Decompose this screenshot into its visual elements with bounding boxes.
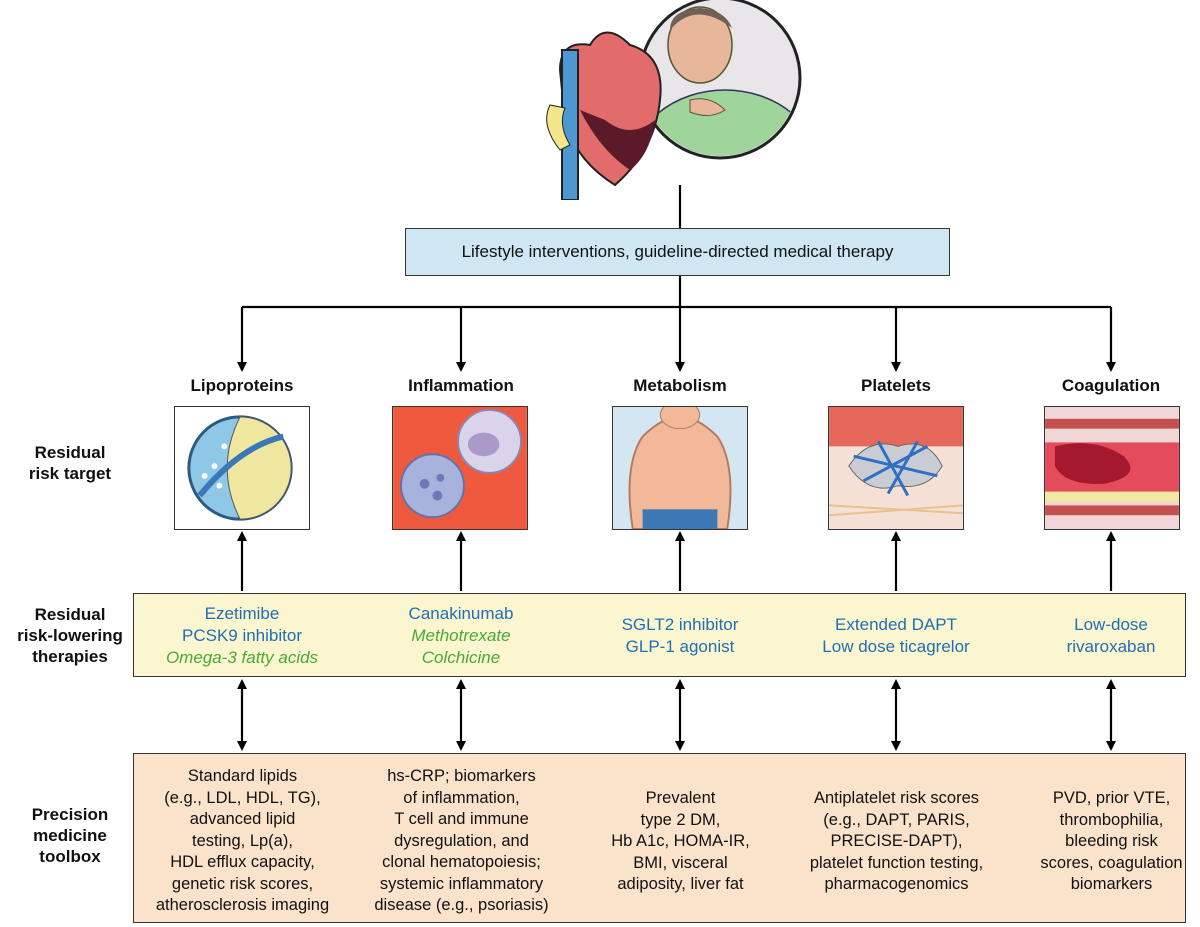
toolbox-line: PVD, prior VTE,	[1052, 789, 1171, 807]
toolbox-inflammation: hs-CRP; biomarkers of inflammation, T ce…	[354, 766, 569, 917]
toolbox-line: (e.g., LDL, HDL, TG),	[164, 788, 321, 807]
column-title-coagulation: Coagulation	[1061, 376, 1161, 395]
toolbox-line: Standard lipids	[187, 767, 298, 785]
lipoprotein-particle-icon	[174, 406, 310, 530]
row-label-line: toolbox	[39, 847, 101, 866]
therapy-item: SGLT2 inhibitor	[621, 615, 739, 634]
toolbox-line: of inflammation,	[403, 788, 520, 807]
toolbox-line: genetic risk scores,	[171, 874, 314, 893]
therapy-item: Low dose ticagrelor	[822, 637, 970, 656]
toolbox-line: testing, Lp(a),	[192, 831, 293, 850]
toolbox-line: dysregulation, and	[394, 831, 529, 850]
white-blood-cells-icon	[392, 406, 528, 530]
toolbox-line: systemic inflammatory	[379, 874, 544, 893]
therapy-item: Canakinumab	[408, 604, 514, 623]
therapy-item: rivaroxaban	[1066, 637, 1156, 656]
row-label-risk-lowering-therapies: Residual risk-lowering therapies	[0, 604, 140, 667]
therapies-lipoproteins: Ezetimibe PCSK9 inhibitor Omega-3 fatty …	[142, 603, 342, 669]
toolbox-platelets: Antiplatelet risk scores (e.g., DAPT, PA…	[789, 788, 1004, 896]
toolbox-line: Hb A1c, HOMA-IR,	[611, 832, 750, 850]
toolbox-line: clonal hematopoiesis;	[382, 853, 541, 871]
therapy-item: Omega-3 fatty acids	[165, 648, 319, 667]
therapy-item: Methotrexate	[411, 626, 511, 645]
row-label-precision-medicine-toolbox: Precision medicine toolbox	[0, 804, 140, 867]
toolbox-line: scores, coagulation	[1040, 853, 1183, 872]
toolbox-line: platelet function testing,	[809, 853, 984, 872]
toolbox-line: disease (e.g., psoriasis)	[374, 896, 549, 914]
therapy-item: Extended DAPT	[835, 615, 957, 634]
toolbox-line: (e.g., DAPT, PARIS,	[823, 810, 970, 829]
therapy-item: Low-dose	[1074, 615, 1148, 634]
row-label-line: Residual	[34, 443, 106, 462]
column-title-platelets: Platelets	[861, 376, 931, 395]
heart-patient-illustration	[546, 0, 802, 200]
toolbox-line: BMI, visceral	[633, 853, 728, 872]
toolbox-line: atherosclerosis imaging	[155, 896, 330, 914]
therapy-item: Colchicine	[421, 648, 501, 667]
toolbox-lipoproteins: Standard lipids (e.g., LDL, HDL, TG), ad…	[135, 766, 350, 917]
column-title-inflammation: Inflammation	[408, 376, 514, 395]
lifestyle-therapy-box: Lifestyle interventions, guideline-direc…	[405, 228, 950, 276]
therapies-metabolism: SGLT2 inhibitor GLP-1 agonist	[580, 614, 780, 658]
obese-torso-icon	[612, 406, 748, 530]
toolbox-line: adiposity, liver fat	[617, 875, 744, 893]
toolbox-line: PRECISE-DAPT),	[830, 832, 963, 850]
row-label-line: medicine	[33, 826, 107, 845]
therapies-platelets: Extended DAPT Low dose ticagrelor	[796, 614, 996, 658]
toolbox-line: Prevalent	[645, 789, 716, 807]
toolbox-line: pharmacogenomics	[824, 875, 969, 893]
toolbox-line: type 2 DM,	[640, 810, 721, 829]
platelet-thrombus-icon	[828, 406, 964, 530]
toolbox-line: HDL efflux capacity,	[170, 853, 315, 871]
toolbox-coagulation: PVD, prior VTE, thrombophilia, bleeding …	[1004, 788, 1200, 896]
row-label-line: risk-lowering	[17, 626, 123, 645]
toolbox-line: Antiplatelet risk scores	[813, 789, 980, 807]
therapies-coagulation: Low-dose rivaroxaban	[1011, 614, 1200, 658]
row-label-line: Residual	[34, 605, 106, 624]
toolbox-metabolism: Prevalent type 2 DM, Hb A1c, HOMA-IR, BM…	[573, 788, 788, 896]
therapy-item: GLP-1 agonist	[625, 637, 735, 656]
toolbox-line: thrombophilia,	[1059, 810, 1164, 829]
lifestyle-therapy-label: Lifestyle interventions, guideline-direc…	[461, 242, 894, 261]
blood-vessel-clot-icon	[1044, 406, 1180, 530]
therapies-inflammation: Canakinumab Methotrexate Colchicine	[361, 603, 561, 669]
toolbox-line: advanced lipid	[189, 810, 296, 828]
toolbox-line: T cell and immune	[394, 810, 529, 828]
therapies-band	[133, 593, 1186, 677]
toolbox-line: biomarkers	[1070, 875, 1153, 893]
therapy-item: Ezetimibe	[204, 604, 280, 623]
therapy-item: PCSK9 inhibitor	[181, 626, 302, 645]
toolbox-band	[133, 753, 1186, 923]
row-label-residual-risk-target: Residual risk target	[0, 442, 140, 484]
row-label-line: risk target	[28, 464, 112, 483]
toolbox-line: hs-CRP; biomarkers	[387, 767, 536, 785]
row-label-line: therapies	[32, 647, 108, 666]
column-title-lipoproteins: Lipoproteins	[190, 376, 294, 395]
toolbox-line: bleeding risk	[1065, 832, 1158, 850]
row-label-line: Precision	[31, 805, 109, 824]
column-title-metabolism: Metabolism	[633, 376, 727, 395]
